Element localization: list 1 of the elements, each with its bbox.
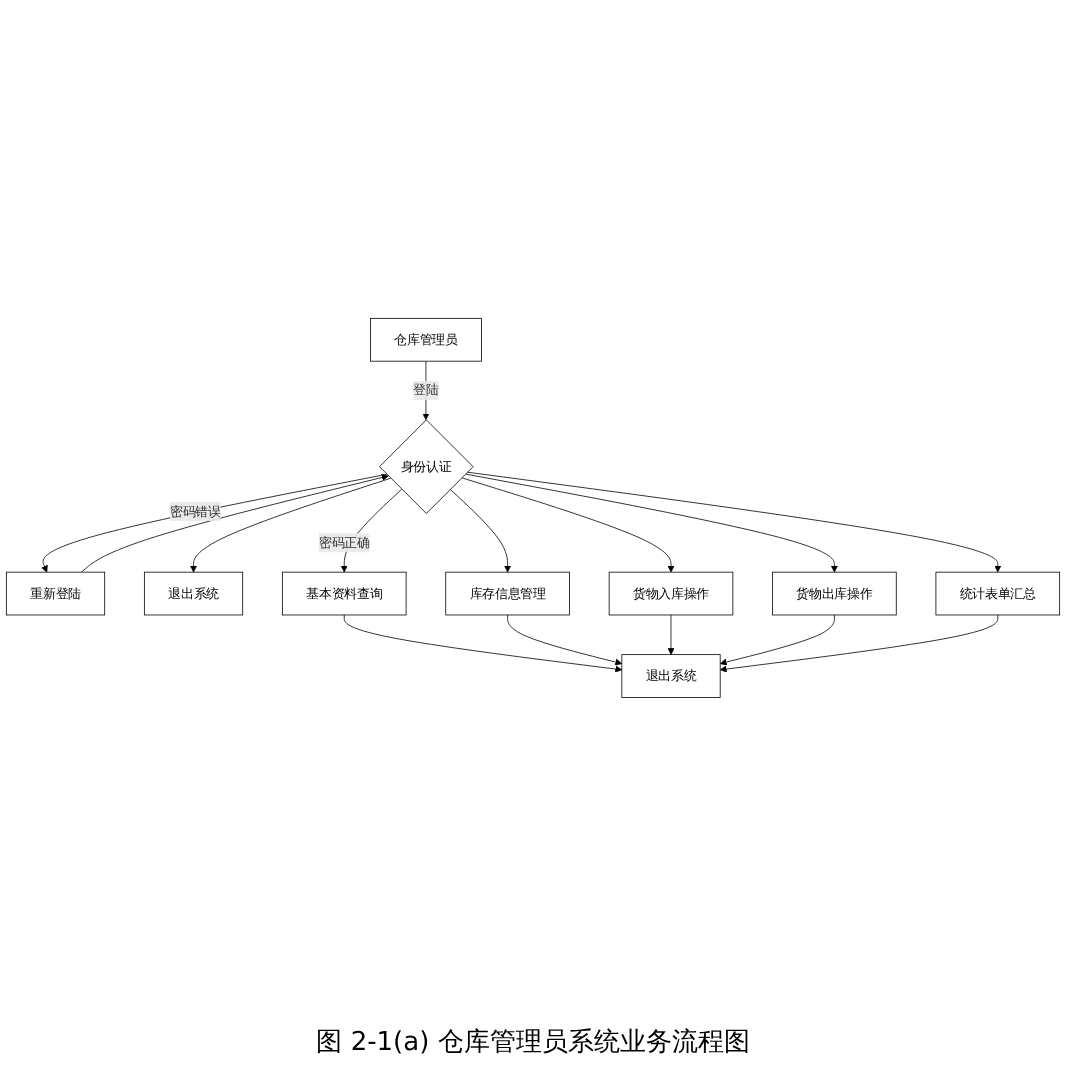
caption: 图 2-1(a) 仓库管理员系统业务流程图: [316, 1026, 750, 1062]
